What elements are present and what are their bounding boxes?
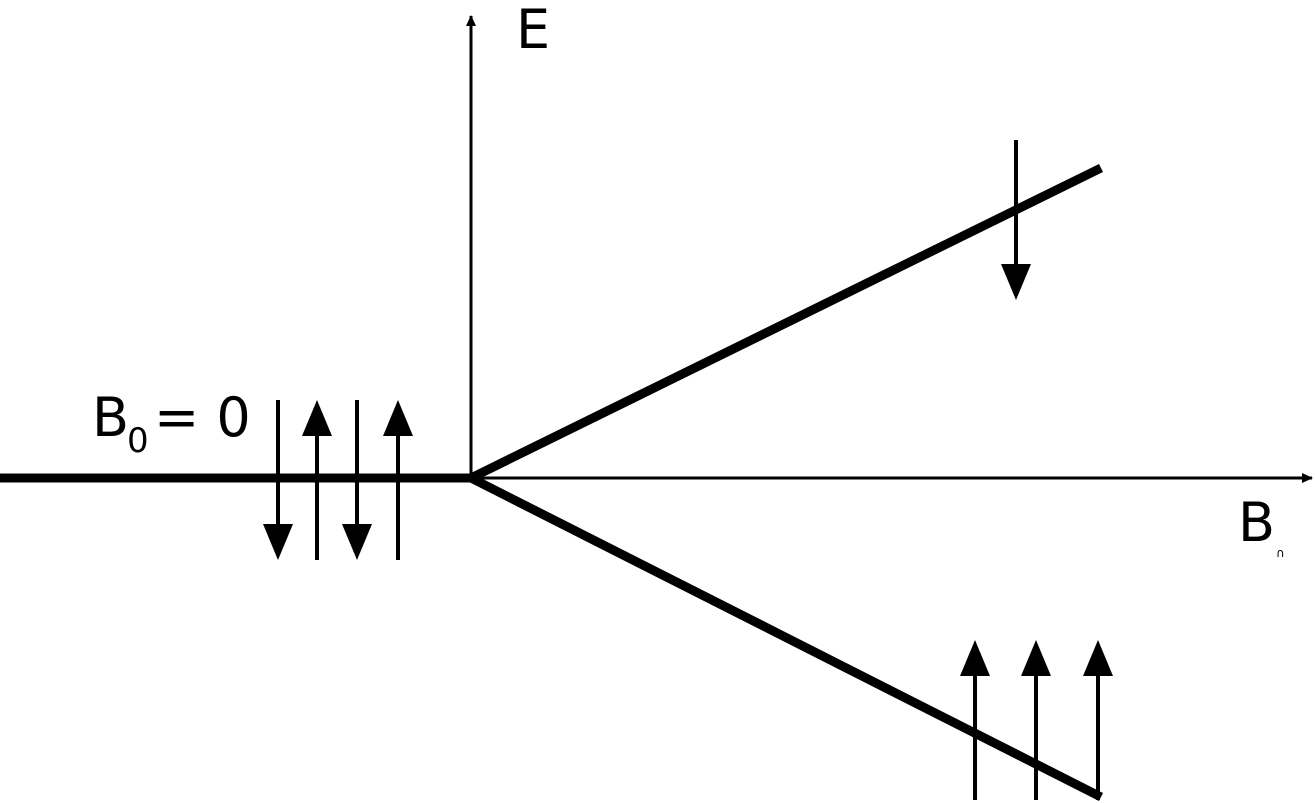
spin-down-arrow-icon bbox=[263, 400, 293, 560]
spin-arrow-head bbox=[1021, 640, 1051, 676]
zero-field-label-relation: = 0 bbox=[154, 386, 251, 449]
spin-arrow-head bbox=[960, 640, 990, 676]
spin-down-arrow-icon bbox=[342, 400, 372, 560]
spin-arrow-head bbox=[1083, 640, 1113, 676]
spin-arrow-head bbox=[302, 400, 332, 436]
field-axis-label: B bbox=[1238, 491, 1275, 554]
field-axis-label-subscript: ∩ bbox=[1276, 546, 1285, 560]
energy-axis-label: E bbox=[516, 0, 550, 61]
spin-down-arrow-icon bbox=[1001, 140, 1031, 300]
axes bbox=[466, 15, 1313, 483]
spin-up-arrow-icon bbox=[302, 400, 332, 560]
spin-arrows bbox=[263, 140, 1113, 800]
energy-levels bbox=[0, 163, 1104, 802]
spin-arrow-head bbox=[1001, 264, 1031, 300]
spin-arrow-head bbox=[342, 524, 372, 560]
spin-arrow-head bbox=[383, 400, 413, 436]
lower-split-level-line bbox=[468, 473, 1104, 802]
upper-split-level-line bbox=[469, 163, 1103, 483]
spin-up-arrow-icon bbox=[960, 640, 990, 800]
zero-field-label-symbol: B bbox=[92, 386, 129, 449]
labels: E B ∩ B 0 = 0 bbox=[92, 0, 1285, 560]
spin-up-arrow-icon bbox=[1021, 640, 1051, 800]
zero-field-label-subscript: 0 bbox=[127, 421, 149, 461]
spin-up-arrow-icon bbox=[383, 400, 413, 560]
spin-arrow-head bbox=[263, 524, 293, 560]
spin-up-arrow-icon bbox=[1083, 640, 1113, 800]
